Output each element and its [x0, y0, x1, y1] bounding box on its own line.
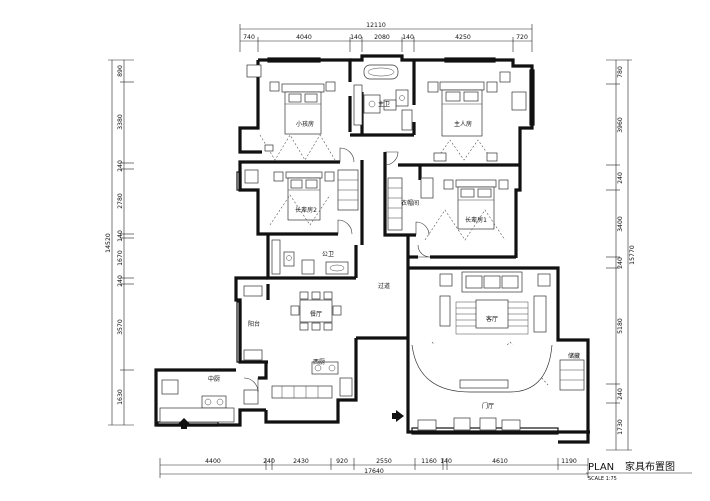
right-dimensions: 780 3960 240 3400 240 5180 240 1730 1577…	[606, 59, 636, 451]
bottom-dim-6: 1160	[421, 458, 437, 465]
top-dim-2: 4040	[296, 34, 312, 41]
top-dim-7: 720	[516, 34, 528, 41]
dining-label: 餐厅	[310, 310, 322, 318]
right-dim-8: 1730	[617, 419, 624, 435]
left-dim-2: 3380	[117, 114, 124, 130]
elder-room1-furniture	[424, 179, 509, 241]
scale-label: SCALE 1:75	[588, 476, 617, 482]
left-dim-4: 2780	[117, 193, 124, 209]
elder-room2-label: 长辈房2	[295, 206, 317, 214]
top-dim-4: 2080	[374, 34, 390, 41]
master-bath-label: 主卫	[378, 100, 390, 108]
left-dim-1: 890	[117, 65, 124, 77]
left-total-dim: 14520	[105, 233, 112, 253]
western-kitchen-label: 西厨	[313, 359, 325, 366]
foyer-label: 门厅	[482, 402, 494, 410]
bottom-dim-2: 240	[263, 458, 275, 465]
bottom-dim-4: 920	[336, 458, 348, 465]
right-dim-3: 240	[617, 172, 624, 184]
left-dim-7: 240	[117, 275, 124, 287]
kitchen-arrow-icon	[178, 418, 190, 424]
room-labels: 小孩房 主卫 主人房 长辈房2 衣帽间 长辈房1 公卫 过道 餐厅 阳台 客厅 …	[208, 100, 580, 410]
right-dim-7: 240	[617, 388, 624, 400]
bottom-dim-9: 1190	[561, 458, 577, 465]
chinese-kitchen-label: 中厨	[208, 375, 220, 383]
public-bath-label: 公卫	[322, 251, 334, 258]
left-dim-8: 3570	[117, 319, 124, 335]
entrance-arrows	[178, 410, 404, 429]
left-dim-9: 1630	[117, 389, 124, 405]
corridor-label: 过道	[378, 282, 390, 290]
master-bedroom-furniture	[427, 71, 527, 162]
right-dim-1: 780	[617, 66, 624, 78]
plan-title-cn: 家具布置图	[625, 460, 675, 473]
dining-furniture	[290, 291, 342, 331]
master-bedroom-label: 主人房	[454, 120, 472, 128]
bottom-dim-7: 140	[440, 458, 452, 465]
right-total-dim: 15770	[629, 245, 636, 265]
bottom-dimensions: 4400 240 2430 920 2550 1160 140 4610 119…	[159, 458, 589, 478]
plan-title: PLAN	[588, 462, 614, 473]
right-dim-2: 3960	[617, 117, 624, 133]
bottom-dim-8: 4610	[492, 458, 508, 465]
top-dim-1: 740	[243, 34, 255, 41]
closet-furniture	[387, 177, 434, 231]
bottom-total-dim: 17640	[364, 468, 384, 475]
left-dim-6: 1670	[117, 250, 124, 266]
storage-label: 储藏	[568, 352, 580, 360]
balcony-furniture	[243, 285, 263, 361]
title-block: PLAN 家具布置图 SCALE 1:75	[586, 460, 692, 482]
western-kitchen-furniture	[271, 361, 353, 399]
foyer-furniture	[417, 359, 585, 431]
left-dim-3: 240	[117, 160, 124, 172]
doors	[243, 147, 431, 393]
entrance-arrow-icon	[396, 410, 404, 422]
elder-room2-furniture	[244, 169, 359, 226]
balcony-label: 阳台	[248, 320, 260, 328]
public-bath-fixtures	[271, 239, 349, 275]
bottom-dim-5: 2550	[376, 458, 392, 465]
living-label: 客厅	[486, 315, 498, 323]
right-dim-4: 3400	[617, 216, 624, 232]
small-bedroom-furniture	[246, 64, 336, 161]
top-dim-5: 140	[402, 34, 414, 41]
bottom-dim-1: 4400	[205, 458, 221, 465]
right-dim-5: 240	[617, 257, 624, 269]
right-dim-6: 5180	[617, 318, 624, 334]
elder-room1-label: 长辈房1	[465, 216, 487, 224]
small-bedroom-label: 小孩房	[296, 120, 314, 128]
master-bath-fixtures	[353, 64, 413, 131]
chinese-kitchen-furniture	[159, 379, 259, 423]
top-dimensions: 12110 740 4040 140 2080 140 4250 720	[239, 22, 533, 52]
left-dim-5: 140	[117, 230, 124, 242]
top-total-dim: 12110	[366, 22, 386, 29]
left-dimensions: 14520 890 3380 240 2780 140 1670 240 357…	[105, 59, 134, 426]
top-dim-3: 140	[350, 34, 362, 41]
living-room-furniture	[411, 271, 553, 393]
walk-in-closet-label: 衣帽间	[401, 199, 419, 207]
bottom-dim-3: 2430	[293, 458, 309, 465]
top-dim-6: 4250	[455, 34, 471, 41]
